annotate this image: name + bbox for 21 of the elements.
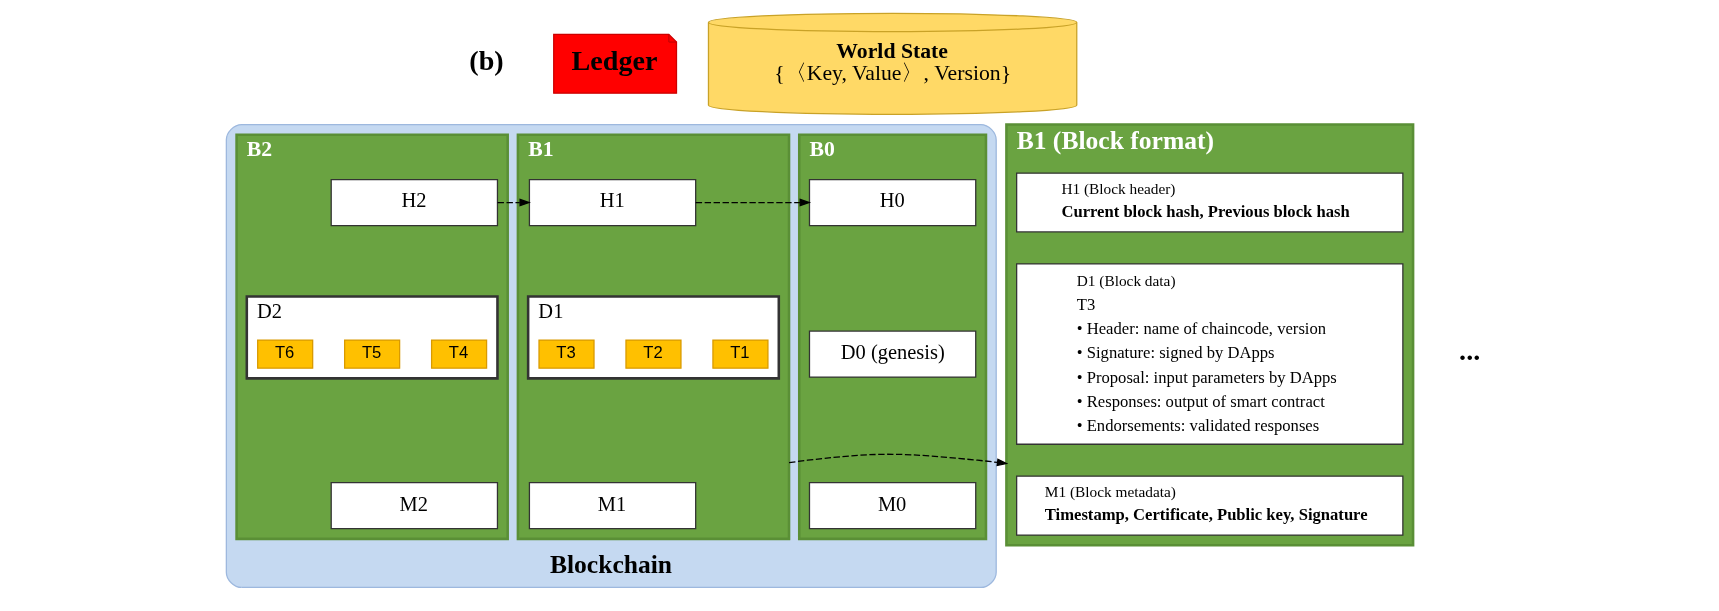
node-box: T5: [343, 339, 400, 369]
node-box: D0 (genesis): [808, 330, 976, 378]
node-box: H0: [808, 178, 976, 227]
node-box: M1 (Block metadata) Timestamp, Certificate, Public key, Signature: [1015, 475, 1403, 536]
node-box: T4: [430, 339, 487, 369]
arrow: [496, 198, 531, 207]
node-box: H2: [330, 178, 498, 227]
node-box: D1 (Block data) T3 • Header: name of chaincode, version • Signature: signed by DApps • Proposal: input parameters by DApps • Responses: output of smart contract • Endorsements: validated responses: [1015, 263, 1403, 445]
node-box: T3: [537, 339, 595, 369]
label: ...: [1458, 334, 1480, 366]
node-box: H1 (Block header) Current block hash, Previous block hash: [1015, 172, 1403, 233]
node-box: T1: [711, 339, 769, 369]
node-box: H1: [528, 178, 696, 227]
node-box: T6: [256, 339, 313, 369]
arrow: [787, 453, 1008, 467]
node-box: M0: [808, 482, 976, 530]
node-box: T2: [624, 339, 682, 369]
arrow: [694, 198, 811, 207]
node-box: M1: [528, 482, 696, 530]
node-box: M2: [330, 482, 498, 530]
label: (b): [468, 44, 504, 76]
